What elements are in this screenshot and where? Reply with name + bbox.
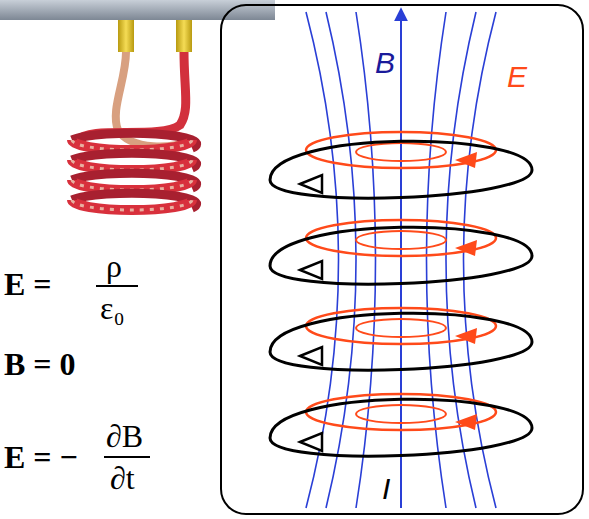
equation-text: E = − bbox=[4, 441, 78, 473]
equation-text: ∂B bbox=[106, 420, 143, 452]
mount-plate bbox=[0, 0, 275, 20]
equation-text: E = bbox=[4, 268, 52, 300]
small-coil bbox=[72, 133, 197, 210]
fraction-bar bbox=[104, 456, 150, 458]
equation-text: B = 0 bbox=[4, 348, 76, 380]
equation-text: ρ bbox=[106, 250, 122, 282]
electric-field-loops bbox=[306, 132, 496, 430]
field-label: E bbox=[507, 62, 527, 92]
current-label: I bbox=[382, 474, 390, 504]
fraction-bar bbox=[96, 285, 138, 287]
field-label: B bbox=[375, 48, 395, 78]
axis bbox=[400, 10, 402, 508]
connector bbox=[118, 20, 134, 52]
wire bbox=[78, 52, 186, 140]
equation-text: ∂t bbox=[110, 462, 135, 494]
equation-text: ε₀ bbox=[100, 292, 125, 324]
solenoid-winding bbox=[270, 141, 532, 456]
connector bbox=[176, 20, 192, 52]
field-panel: B E I bbox=[220, 4, 584, 515]
